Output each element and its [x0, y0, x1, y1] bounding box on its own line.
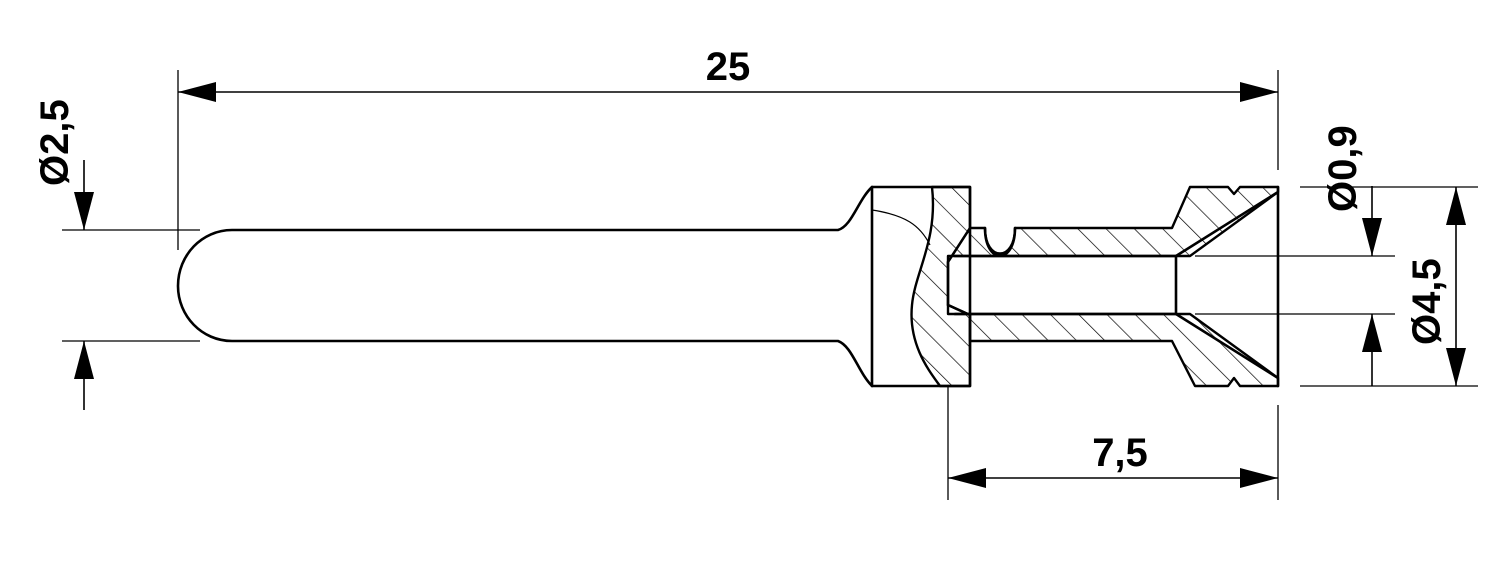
arrowhead-bottom: [1446, 348, 1466, 386]
arrowhead-top: [1446, 187, 1466, 225]
arrowhead-top: [74, 192, 94, 230]
arrowhead-top: [1362, 218, 1382, 256]
socket-length-label: 7,5: [1092, 431, 1148, 475]
pin-shaft-outline: [176, 185, 874, 388]
arrowhead-bottom: [1362, 314, 1382, 352]
arrowhead-left: [948, 468, 986, 488]
dimension-socket-length: 7,5: [947, 386, 1279, 500]
contact-pin-part: [176, 185, 1280, 388]
collar-diameter-label: Ø4,5: [1405, 258, 1449, 345]
collar-edge-line: [871, 209, 931, 246]
inspection-hole: [983, 226, 1017, 257]
arrowhead-right: [1240, 82, 1278, 102]
inner-bore-outline: [946, 254, 1178, 316]
hole-diameter-label: Ø0,9: [1321, 125, 1365, 212]
pin-diameter-label: Ø2,5: [33, 99, 77, 186]
socket-mouth-outline: [1174, 185, 1280, 388]
dimension-hole-diameter: Ø0,9: [1195, 125, 1395, 386]
arrowhead-left: [178, 82, 216, 102]
dimension-collar-diameter: Ø4,5: [1300, 186, 1478, 387]
arrowhead-bottom: [74, 341, 94, 379]
arrowhead-right: [1240, 468, 1278, 488]
overall-length-label: 25: [706, 45, 751, 89]
dimension-overall-length: 25: [177, 45, 1279, 250]
collar-outline: [870, 185, 972, 388]
collar-section-hatch: [910, 185, 972, 388]
dimension-pin-diameter: Ø2,5: [33, 99, 200, 410]
